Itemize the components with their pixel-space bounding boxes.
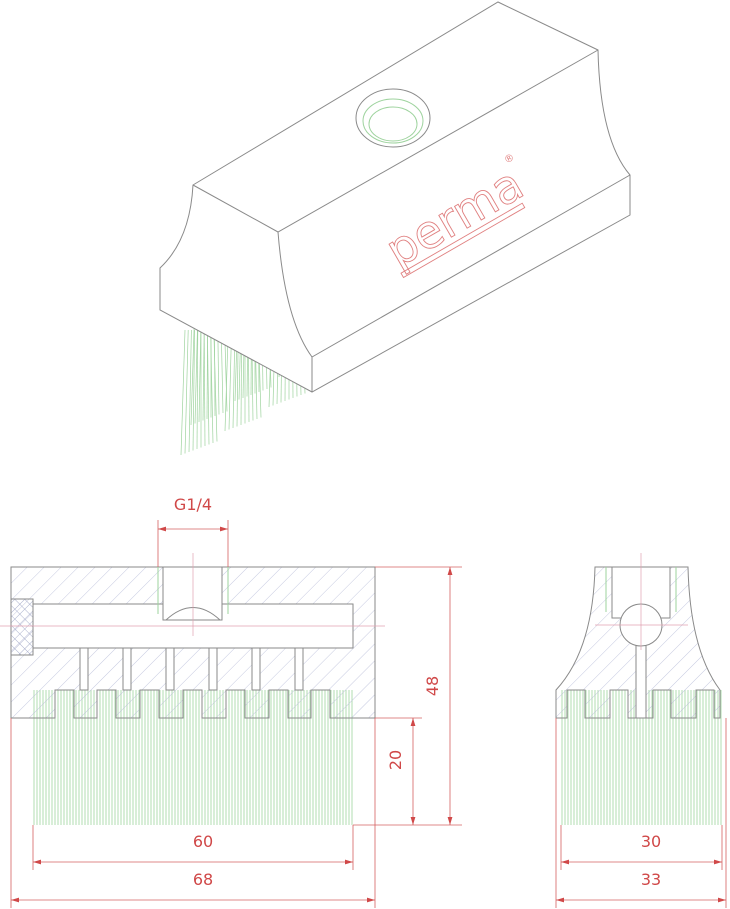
brush-body-iso: [159, 1, 631, 393]
bristle: [207, 329, 210, 445]
svg-text:33: 33: [641, 870, 661, 889]
svg-text:48: 48: [423, 676, 442, 696]
bristle: [210, 329, 214, 444]
bristle-hole: [208, 647, 218, 691]
bristle-hole: [79, 647, 89, 691]
end-plug: [10, 598, 34, 656]
bristle: [196, 329, 199, 450]
side-section-view: 30 33: [555, 553, 727, 908]
bristle-hole: [122, 647, 132, 691]
bristle: [180, 329, 186, 456]
bristle-hole: [251, 647, 261, 691]
svg-text:G1/4: G1/4: [174, 495, 212, 514]
front-section-view: G1/4 48 20 60 68: [0, 495, 462, 908]
bristle-hole: [165, 647, 175, 691]
bristle-hole: [294, 647, 304, 691]
svg-text:60: 60: [193, 832, 213, 851]
bristle: [184, 329, 189, 454]
bristle: [203, 329, 206, 447]
bristle: [188, 329, 192, 453]
svg-text:®: ®: [502, 152, 516, 167]
bristle: [213, 329, 218, 442]
svg-text:30: 30: [641, 832, 661, 851]
isometric-view: perma ®: [159, 1, 631, 456]
svg-text:20: 20: [386, 750, 405, 770]
svg-text:68: 68: [193, 870, 213, 889]
thread-bore-iso: [355, 88, 431, 148]
thread-bore-front: [162, 566, 223, 621]
bristle: [192, 329, 195, 451]
